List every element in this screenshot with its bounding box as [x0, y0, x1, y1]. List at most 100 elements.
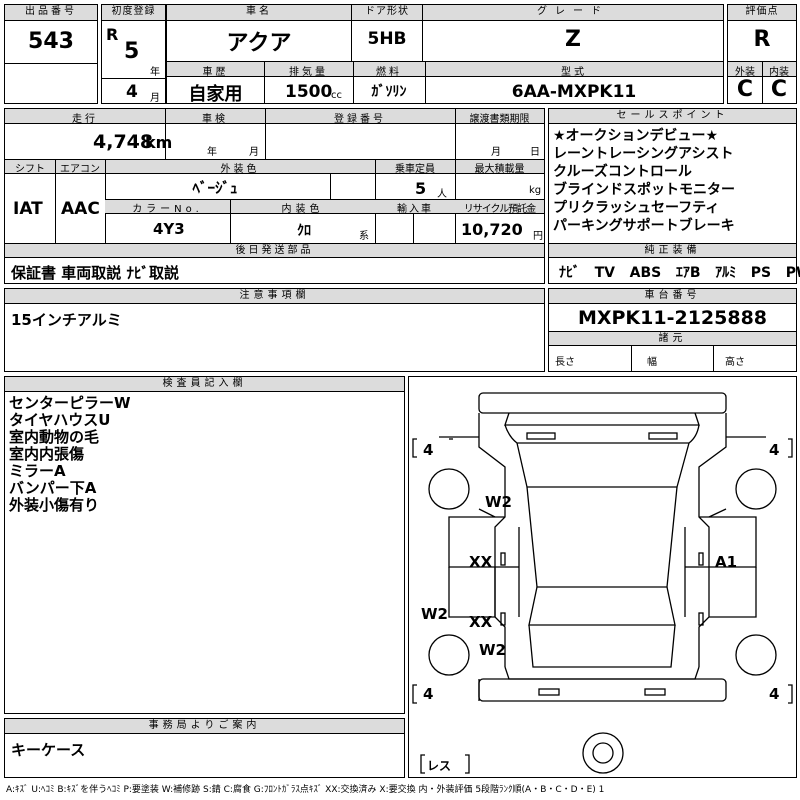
- first-reg-label: 初度登録: [102, 5, 165, 21]
- tire-rear-right: 4: [769, 685, 780, 703]
- ext-color: ﾍﾞｰｼﾞｭ: [192, 179, 238, 197]
- sales-points-box: セールスポイント ★オークションデビュー★ レーントレーシングアシスト クルーズ…: [548, 108, 800, 284]
- width-label: 幅: [647, 357, 657, 368]
- sales-item: パーキングサポートブレーキ: [553, 218, 735, 234]
- equip-item: ｴｱB: [675, 265, 701, 281]
- car-name: アクア: [226, 31, 292, 56]
- damage-mark: XX: [469, 553, 493, 571]
- length-label: 長さ: [555, 357, 575, 368]
- capacity-label: 乗車定員: [395, 164, 435, 175]
- model-label: 型式: [561, 67, 587, 78]
- recycle: 10,720: [461, 220, 523, 239]
- ext-int-box: 外装 内装 C C: [727, 61, 797, 104]
- transfer-label: 譲渡書類期限: [469, 114, 530, 125]
- aircon: AAC: [61, 199, 100, 219]
- equip-item: ABS: [629, 265, 662, 281]
- inspector-line: 室内内張傷: [9, 445, 85, 463]
- recycle-label: リサイクル預託金: [463, 204, 537, 215]
- equip-item: ｱﾙﾐ: [715, 265, 737, 281]
- door-box: ドア形状 5HB: [351, 4, 423, 62]
- chassis-label: 車台番号: [549, 289, 796, 304]
- km-unit: km: [145, 133, 173, 152]
- displacement-label: 排気量: [289, 67, 328, 78]
- equip-item: PS: [750, 265, 772, 281]
- insp-year-unit: 年: [207, 147, 217, 158]
- inspector-list: センターピラーW タイヤハウスU 室内動物の毛 室内内張傷 ミラーA バンパー下…: [9, 395, 131, 514]
- transfer-month: 月: [491, 147, 501, 158]
- inspector-box: 検査員記入欄 センターピラーW タイヤハウスU 室内動物の毛 室内内張傷 ミラー…: [4, 376, 405, 714]
- equip-item: ﾅﾋﾞ: [559, 265, 580, 281]
- inspector-line: 外装小傷有り: [9, 496, 100, 514]
- score-box: 評価点 R: [727, 4, 797, 62]
- sales-item: ブラインドスポットモニター: [553, 182, 735, 198]
- office-text: キーケース: [11, 741, 86, 759]
- insp-month-unit: 月: [249, 147, 259, 158]
- yen-unit: 円: [533, 231, 543, 242]
- grade: Z: [565, 27, 581, 52]
- history-label: 車歴: [202, 67, 229, 78]
- damage-mark: W2: [479, 641, 506, 659]
- cc-unit: cc: [331, 90, 342, 101]
- ext-grade: C: [736, 77, 754, 102]
- inspector-line: ミラーA: [9, 462, 66, 480]
- height-label: 高さ: [725, 357, 745, 368]
- tire-front-right: 4: [769, 441, 780, 459]
- color-no: 4Y3: [153, 220, 185, 238]
- month-unit: 月: [150, 93, 160, 104]
- inspection-label: 車検: [202, 114, 228, 125]
- damage-diagram: 4 4 4 4 レス W2 XX XX W2 W2 A1: [408, 376, 797, 778]
- color-label: 外装色: [220, 164, 260, 175]
- damage-mark: W2: [485, 493, 512, 511]
- reg-month: 4: [126, 82, 138, 102]
- legend: A:ｷｽﾞ U:ﾍｺﾐ B:ｷｽﾞを伴うﾍｺﾐ P:要塗装 W:補修跡 S:錆 …: [6, 785, 605, 795]
- notes-label: 注意事項欄: [5, 289, 544, 304]
- damage-mark: XX: [469, 613, 493, 631]
- reg-no-label: 登録番号: [334, 114, 386, 125]
- lot-number-box: 出品番号 543: [4, 4, 98, 104]
- fuel: ｶﾞｿﾘﾝ: [371, 84, 407, 100]
- inspector-label: 検査員記入欄: [5, 377, 404, 392]
- era: R: [106, 25, 119, 44]
- load-label: 最大積載量: [474, 164, 525, 175]
- lot-label: 出品番号: [5, 5, 97, 21]
- lot-number: 543: [28, 29, 74, 54]
- int-color: ｸﾛ: [297, 223, 311, 239]
- sales-list: ★オークションデビュー★ レーントレーシングアシスト クルーズコントロール ブラ…: [553, 127, 735, 235]
- score-label: 評価点: [728, 5, 796, 21]
- car-name-label: 車名: [167, 5, 351, 21]
- spec-label: 諸元: [549, 331, 796, 346]
- capacity: 5: [415, 179, 427, 198]
- inspector-line: タイヤハウスU: [9, 411, 111, 429]
- ext-label: 外装: [735, 67, 755, 78]
- history: 自家用: [188, 84, 243, 105]
- office-label: 事務局よりご案内: [5, 719, 404, 734]
- chassis-box: 車台番号 MXPK11-2125888 諸元 長さ 幅 高さ: [548, 288, 797, 372]
- tire-front-left: 4: [423, 441, 434, 459]
- shift: IAT: [13, 199, 43, 219]
- damage-mark: W2: [421, 605, 448, 623]
- sales-item: ★オークションデビュー★: [553, 128, 719, 144]
- door-label: ドア形状: [352, 5, 422, 21]
- model: 6AA-MXPK11: [511, 82, 637, 102]
- aircon-label: エアコン: [60, 164, 100, 175]
- sales-item: クルーズコントロール: [553, 164, 692, 180]
- details-box: 走行 車検 登録番号 譲渡書類期限 4,748 km 年 月 月 日 シフト エ…: [4, 108, 545, 284]
- shift-label: シフト: [15, 164, 45, 175]
- displacement: 1500: [285, 82, 333, 102]
- office-box: 事務局よりご案内 キーケース: [4, 718, 405, 778]
- spare-tire-status: レス: [427, 759, 452, 773]
- capacity-unit: 人: [437, 189, 447, 200]
- equipment-label: 純正装備: [549, 243, 796, 258]
- load-unit: kg: [529, 185, 542, 196]
- notes-text: 15インチアルミ: [11, 311, 122, 329]
- sales-label: セールスポイント: [549, 109, 796, 124]
- equip-item: PW: [785, 265, 800, 281]
- grade-label: グレード: [423, 5, 723, 21]
- int-label: 内装: [769, 67, 789, 78]
- inspector-line: 室内動物の毛: [9, 428, 100, 446]
- equip-item: TV: [594, 265, 616, 281]
- first-reg-box: 初度登録 R 5 年 4 月: [101, 4, 166, 104]
- damage-mark: A1: [715, 553, 738, 571]
- color-no-label: カラーNo.: [132, 204, 203, 215]
- inspector-line: センターピラーW: [9, 394, 131, 412]
